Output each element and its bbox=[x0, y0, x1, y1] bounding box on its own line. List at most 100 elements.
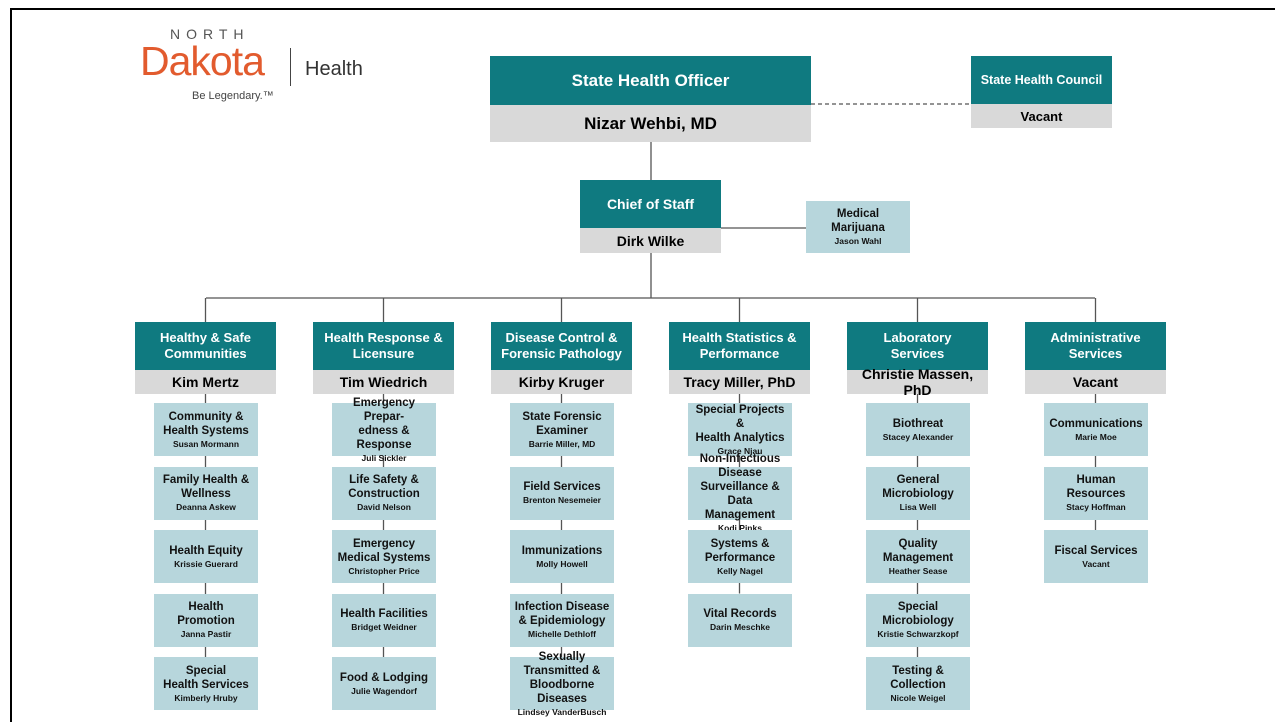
unit-manager: Janna Pastir bbox=[180, 629, 232, 639]
department-title: Health Statistics & Performance bbox=[669, 322, 810, 370]
state-health-officer-title: State Health Officer bbox=[490, 56, 811, 105]
department-head: Tim Wiedrich bbox=[313, 370, 454, 394]
unit-manager: Molly Howell bbox=[536, 558, 588, 569]
department-title: Disease Control & Forensic Pathology bbox=[491, 322, 632, 370]
unit-title: Family Health & Wellness bbox=[162, 474, 250, 500]
logo-tagline: Be Legendary.™ bbox=[192, 90, 274, 102]
department-head: Vacant bbox=[1025, 370, 1166, 394]
unit-manager: Stacy Hoffman bbox=[1066, 502, 1126, 512]
unit-manager: Barrie Miller, MD bbox=[528, 438, 596, 449]
unit-manager: Vacant bbox=[1082, 558, 1110, 569]
department-title: Administrative Services bbox=[1025, 322, 1166, 370]
unit-manager: Darin Meschke bbox=[710, 622, 770, 632]
unit-title: General Microbiology bbox=[882, 474, 954, 500]
unit-title: Communications bbox=[1049, 417, 1143, 430]
unit-box: Non-Infectious Disease Surveillance & Da… bbox=[688, 453, 792, 533]
logo-health-text: Health bbox=[305, 58, 363, 80]
unit-manager: Lisa Well bbox=[899, 502, 937, 512]
unit-manager: Juli Sickler bbox=[361, 452, 407, 463]
unit-title: Health Equity bbox=[169, 544, 243, 557]
medical-marijuana-box: Medical Marijuana Jason Wahl bbox=[806, 201, 910, 253]
unit-manager: Christopher Price bbox=[348, 565, 420, 576]
unit-manager: Nicole Weigel bbox=[890, 692, 946, 703]
unit-title: Vital Records bbox=[703, 608, 777, 620]
logo-divider bbox=[290, 48, 291, 86]
unit-box: Sexually Transmitted & Bloodborne Diseas… bbox=[510, 651, 614, 717]
unit-title: Health Facilities bbox=[340, 608, 428, 620]
unit-manager: Kristie Schwarzkopf bbox=[877, 629, 959, 639]
unit-manager: Lindsey VanderBusch bbox=[517, 706, 607, 717]
logo-north-text: NORTH bbox=[170, 26, 250, 42]
chief-of-staff-name: Dirk Wilke bbox=[580, 228, 721, 253]
unit-manager: Krissie Guerard bbox=[174, 558, 238, 569]
unit-manager: Bridget Weidner bbox=[351, 622, 417, 632]
unit-title: Special Projects & Health Analytics bbox=[695, 403, 785, 444]
department-title: Health Response & Licensure bbox=[313, 322, 454, 370]
unit-title: Special Health Services bbox=[163, 664, 249, 691]
unit-title: Human Resources bbox=[1066, 474, 1126, 500]
unit-title: Immunizations bbox=[521, 544, 603, 557]
department-head: Kim Mertz bbox=[135, 370, 276, 394]
state-health-council-title: State Health Council bbox=[971, 56, 1112, 104]
unit-title: Testing & Collection bbox=[890, 664, 946, 691]
unit-title: Community & Health Systems bbox=[163, 410, 249, 437]
unit-manager: Marie Moe bbox=[1075, 431, 1117, 442]
unit-title: Field Services bbox=[523, 481, 601, 493]
unit-manager: Julie Wagendorf bbox=[351, 685, 417, 696]
medical-marijuana-name: Jason Wahl bbox=[834, 236, 882, 246]
department-head: Kirby Kruger bbox=[491, 370, 632, 394]
unit-manager: Brenton Nesemeier bbox=[523, 495, 601, 505]
unit-title: Life Safety & Construction bbox=[348, 474, 420, 500]
unit-title: Quality Management bbox=[882, 537, 954, 564]
unit-title: Infection Disease & Epidemiology bbox=[514, 601, 610, 627]
unit-title: Special Microbiology bbox=[882, 601, 954, 627]
unit-title: Health Promotion bbox=[177, 601, 235, 627]
unit-title: Emergency Prepar- edness & Response bbox=[352, 396, 415, 451]
unit-manager: Deanna Askew bbox=[176, 502, 236, 512]
department-head: Tracy Miller, PhD bbox=[669, 370, 810, 394]
unit-manager: Stacey Alexander bbox=[882, 431, 954, 442]
unit-manager: Heather Sease bbox=[888, 565, 948, 576]
unit-title: Non-Infectious Disease Surveillance & Da… bbox=[699, 453, 781, 521]
state-health-council-name: Vacant bbox=[971, 104, 1112, 128]
department-head: Christie Massen, PhD bbox=[847, 366, 988, 398]
unit-title: Systems & Performance bbox=[704, 537, 776, 564]
unit-manager: Susan Mormann bbox=[172, 438, 240, 449]
logo-dakota-text: Dakota bbox=[140, 38, 265, 84]
chief-of-staff-title: Chief of Staff bbox=[580, 180, 721, 228]
unit-manager: Kelly Nagel bbox=[717, 565, 763, 576]
unit-manager: Kodi Pinks bbox=[718, 523, 762, 533]
unit-manager: Grace Njau bbox=[717, 445, 763, 456]
department-title: Healthy & Safe Communities bbox=[135, 322, 276, 370]
unit-title: Sexually Transmitted & Bloodborne Diseas… bbox=[523, 650, 601, 705]
department-title: Laboratory Services bbox=[847, 322, 988, 370]
unit-manager: David Nelson bbox=[357, 502, 411, 512]
unit-title: Biothreat bbox=[892, 417, 944, 430]
page-frame bbox=[10, 8, 1275, 722]
unit-title: Food & Lodging bbox=[339, 671, 429, 684]
